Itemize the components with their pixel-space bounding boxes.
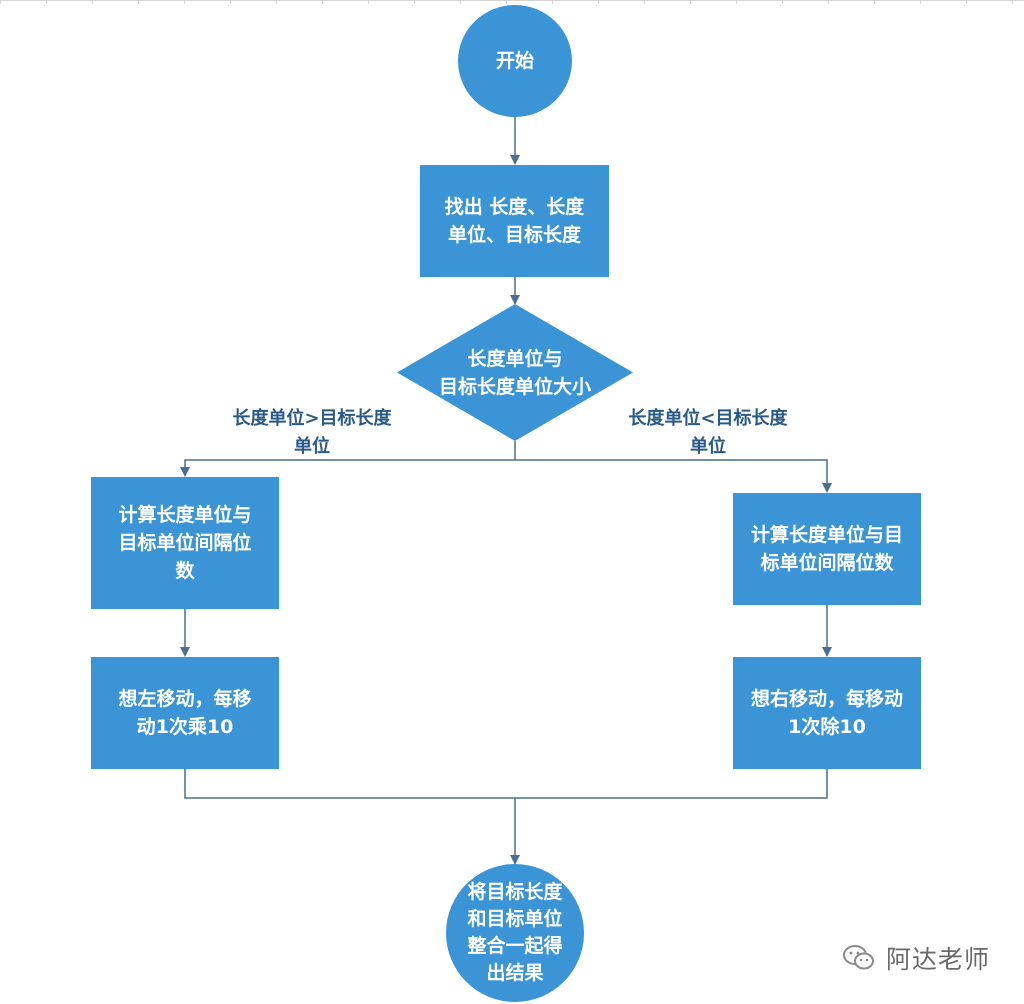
watermark: 阿达老师 — [842, 940, 990, 976]
left-condition-label: 长度单位>目标长度 单位 — [232, 408, 392, 457]
left-move-node: 想左移动，每移 动1次乘10 — [91, 657, 279, 769]
decision-node: 长度单位与 目标长度单位大小 — [397, 304, 633, 441]
wechat-icon — [843, 945, 874, 970]
left-calc-label: 计算长度单位与 目标单位间隔位 数 — [118, 504, 252, 582]
left-calc-node: 计算长度单位与 目标单位间隔位 数 — [91, 477, 279, 609]
canvas-ruler — [0, 0, 1024, 4]
left-move-label: 想左移动，每移 动1次乘10 — [118, 688, 252, 738]
find-inputs-label: 找出 长度、长度 单位、目标长度 — [444, 196, 585, 246]
decision-label: 长度单位与 目标长度单位大小 — [438, 347, 591, 398]
edge-merge — [184, 769, 828, 799]
start-node-label: 开始 — [495, 50, 534, 72]
right-calc-node: 计算长度单位与目 标单位间隔位数 — [733, 493, 921, 605]
edge-decision-to-right — [515, 459, 832, 493]
start-node: 开始 — [458, 5, 572, 117]
decision-diamond-shape — [397, 304, 633, 441]
find-inputs-node: 找出 长度、长度 单位、目标长度 — [420, 165, 609, 277]
right-calc-label: 计算长度单位与目 标单位间隔位数 — [750, 524, 903, 574]
right-condition-label: 长度单位<目标长度 单位 — [628, 408, 788, 457]
right-move-label: 想右移动，每移动 1次除10 — [750, 688, 903, 738]
end-node: 将目标长度 和目标单位 整合一起得 出结果 — [446, 864, 584, 1002]
edge-decision-to-left — [180, 441, 516, 477]
watermark-text: 阿达老师 — [886, 945, 991, 974]
right-move-node: 想右移动，每移动 1次除10 — [733, 657, 921, 769]
end-node-label: 将目标长度 和目标单位 整合一起得 出结果 — [467, 881, 563, 984]
